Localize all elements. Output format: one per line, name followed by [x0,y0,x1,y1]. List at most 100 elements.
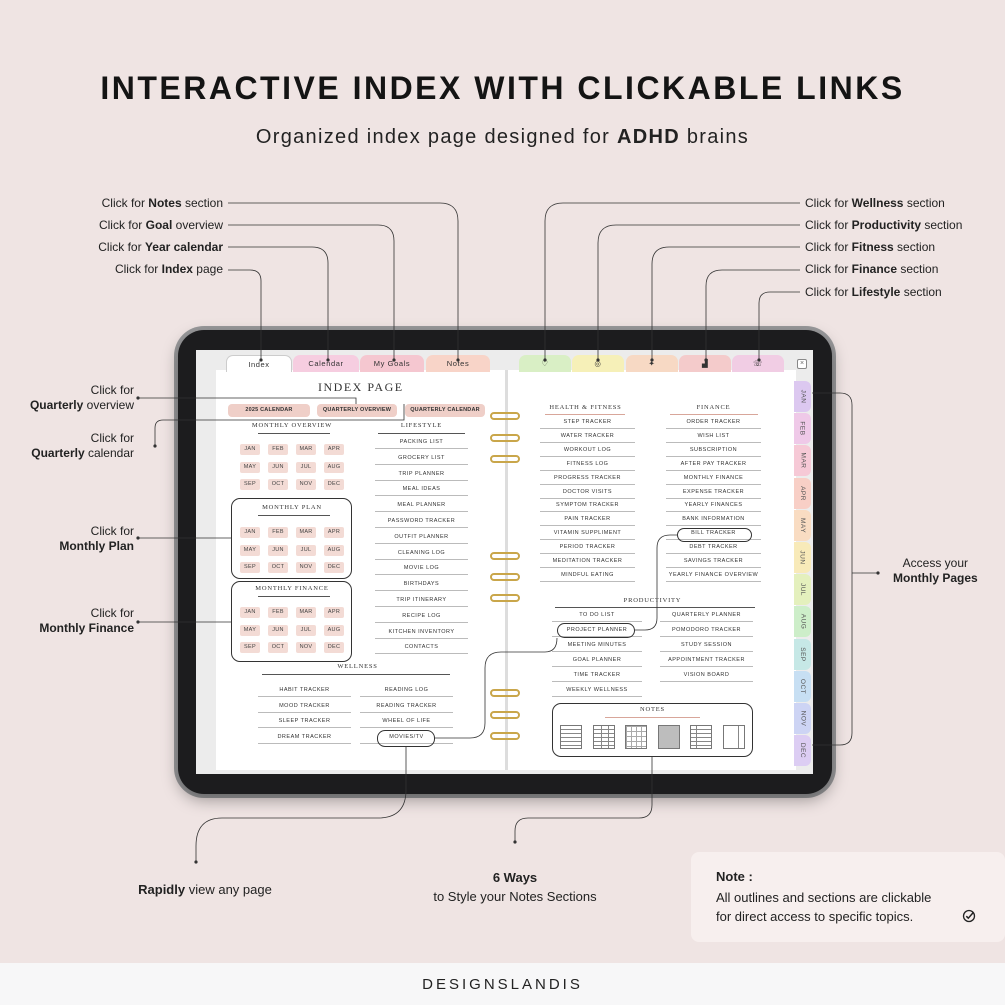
finance-item[interactable]: BILL TRACKER [666,527,761,541]
wellness-item[interactable]: WHEEL OF LIFE [360,715,453,729]
productivity-item[interactable]: PROJECT PLANNER [552,624,642,637]
movies-tv-highlight[interactable] [377,730,435,747]
productivity-item[interactable]: GOAL PLANNER [552,654,642,667]
monthly-plan-box[interactable] [231,498,352,579]
fitness-item[interactable]: MINDFUL EATING [540,569,635,582]
finance-item[interactable]: YEARLY FINANCES [666,499,761,513]
finance-item[interactable]: DEBT TRACKER [666,541,761,555]
quarterly-overview-link[interactable]: QUARTERLY OVERVIEW [317,404,397,417]
finance-month-mar[interactable]: MAR [296,607,316,618]
finance-month-feb[interactable]: FEB [268,607,288,618]
overview-apr[interactable]: APR [324,444,344,455]
fitness-item[interactable]: DOCTOR VISITS [540,486,635,499]
finance-month-jan[interactable]: JAN [240,607,260,618]
lifestyle-item[interactable]: GROCERY LIST [375,452,468,465]
tab-my-goals[interactable]: My Goals [360,355,424,372]
finance-month-oct[interactable]: OCT [268,642,288,653]
plan-jul[interactable]: JUL [296,544,316,556]
overview-jan[interactable]: JAN [240,444,260,455]
productivity-item[interactable]: QUARTERLY PLANNER [660,609,753,622]
plan-nov[interactable]: NOV [296,562,316,573]
plan-oct[interactable]: OCT [268,562,288,573]
finance-month-jul[interactable]: JUL [296,624,316,636]
finance-month-aug[interactable]: AUG [324,624,344,636]
bill-tracker-highlight[interactable] [677,528,752,542]
notes-style-2[interactable] [592,725,615,749]
overview-jul[interactable]: JUL [296,461,316,473]
finance-month-apr[interactable]: APR [324,607,344,618]
fitness-item[interactable]: STEP TRACKER [540,416,635,429]
fitness-item[interactable]: SYMPTOM TRACKER [540,499,635,513]
lifestyle-item[interactable]: KITCHEN INVENTORY [375,626,468,639]
fitness-item[interactable]: WORKOUT LOG [540,444,635,457]
tab-section-4[interactable]: ♡ [519,355,571,372]
finance-month-may[interactable]: MAY [240,624,260,636]
overview-feb[interactable]: FEB [268,444,288,455]
plan-aug[interactable]: AUG [324,544,344,556]
productivity-item[interactable]: APPOINTMENT TRACKER [660,654,753,667]
notes-style-3[interactable] [625,725,647,749]
overview-aug[interactable]: AUG [324,461,344,473]
overview-dec[interactable]: DEC [324,479,344,490]
tab-section-5[interactable]: ◎ [572,355,624,372]
lifestyle-item[interactable]: TRIP ITINERARY [375,594,468,607]
fitness-item[interactable]: FITNESS LOG [540,458,635,471]
overview-sep[interactable]: SEP [240,479,260,490]
wellness-item[interactable]: READING LOG [360,684,453,697]
month-tab-feb[interactable]: FEB [794,413,811,445]
lifestyle-item[interactable]: MOVIE LOG [375,562,468,576]
notes-style-6[interactable] [722,725,745,749]
plan-apr[interactable]: APR [324,527,344,538]
finance-item[interactable]: AFTER PAY TRACKER [666,458,761,471]
calendar-2025-link[interactable]: 2025 CALENDAR [228,404,310,417]
productivity-item[interactable]: STUDY SESSION [660,639,753,652]
month-tab-nov[interactable]: NOV [794,703,811,734]
tab-notes[interactable]: Notes [426,355,490,372]
finance-item[interactable]: WISH LIST [666,430,761,443]
fitness-item[interactable]: MEDITATION TRACKER [540,555,635,568]
month-tab-jan[interactable]: JAN [794,381,811,412]
plan-sep[interactable]: SEP [240,562,260,573]
wellness-item[interactable]: READING TRACKER [360,700,453,713]
notes-style-1[interactable] [560,725,582,749]
plan-jun[interactable]: JUN [268,544,288,556]
tab-calendar[interactable]: Calendar [293,355,359,372]
plan-feb[interactable]: FEB [268,527,288,538]
fitness-item[interactable]: WATER TRACKER [540,430,635,443]
lifestyle-item[interactable]: CONTACTS [375,641,468,655]
finance-month-dec[interactable]: DEC [324,642,344,653]
wellness-item[interactable]: HABIT TRACKER [258,684,351,697]
finance-item[interactable]: SUBSCRIPTION [666,444,761,457]
month-tab-dec[interactable]: DEC [794,735,811,767]
month-tab-jun[interactable]: JUN [794,542,811,573]
fitness-item[interactable]: PROGRESS TRACKER [540,472,635,485]
lifestyle-item[interactable]: CLEANING LOG [375,547,468,560]
finance-item[interactable]: ORDER TRACKER [666,416,761,429]
plan-dec[interactable]: DEC [324,562,344,573]
month-tab-oct[interactable]: OCT [794,670,811,702]
month-tab-may[interactable]: MAY [794,509,811,541]
fitness-item[interactable]: PERIOD TRACKER [540,541,635,555]
productivity-item[interactable]: TIME TRACKER [552,669,642,682]
quarterly-calendar-link[interactable]: QUARTERLY CALENDAR [405,404,485,417]
finance-item[interactable]: EXPENSE TRACKER [666,486,761,499]
productivity-item[interactable]: POMODORO TRACKER [660,624,753,637]
finance-item[interactable]: YEARLY FINANCE OVERVIEW [666,569,761,582]
finance-item[interactable]: MONTHLY FINANCE [666,472,761,485]
overview-mar[interactable]: MAR [296,444,316,455]
tab-section-6[interactable]: ✦ [626,355,678,372]
productivity-item[interactable]: TO DO LIST [552,609,642,622]
productivity-item[interactable]: MEETING MINUTES [552,639,642,652]
finance-month-jun[interactable]: JUN [268,624,288,636]
lifestyle-item[interactable]: RECIPE LOG [375,610,468,623]
notes-style-5[interactable] [690,725,712,749]
fitness-item[interactable]: PAIN TRACKER [540,513,635,527]
month-tab-jul[interactable]: JUL [794,574,811,606]
wellness-item[interactable]: MOOD TRACKER [258,700,351,713]
fitness-item[interactable]: VITAMIN SUPPLIMENT [540,527,635,541]
project-planner-highlight[interactable] [557,623,635,638]
lifestyle-item[interactable]: TRIP PLANNER [375,468,468,481]
lifestyle-item[interactable]: MEAL PLANNER [375,499,468,513]
finance-item[interactable]: SAVINGS TRACKER [666,555,761,568]
tab-index[interactable]: Index [226,355,292,372]
